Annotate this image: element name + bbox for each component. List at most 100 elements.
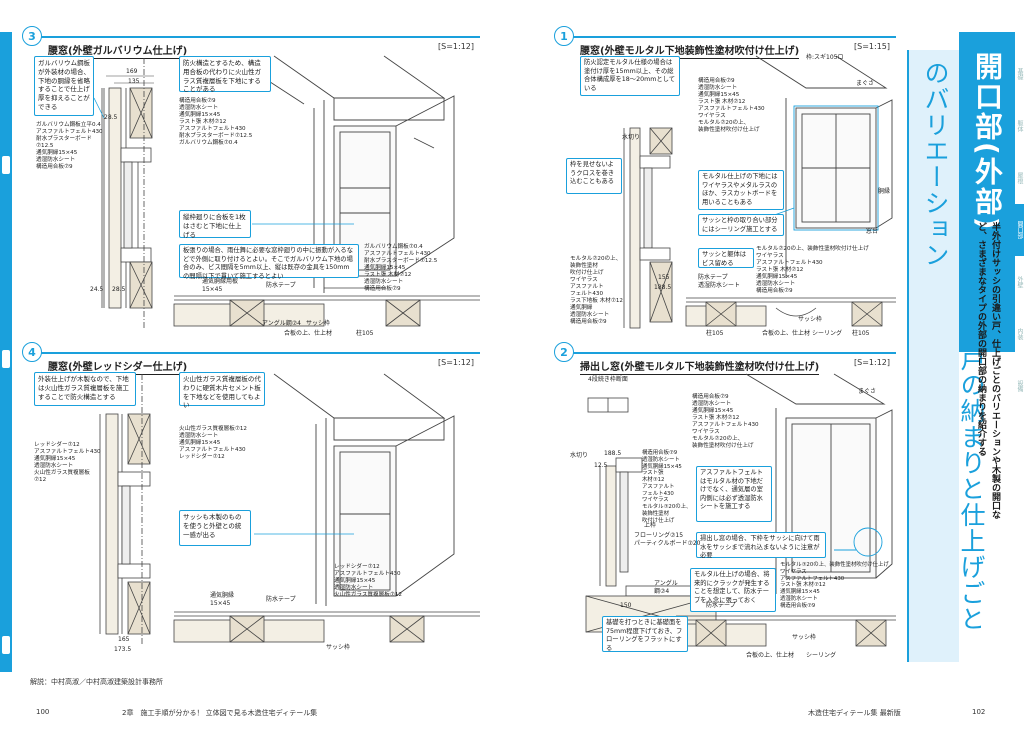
detail-panel-1: 1 腰窓(外壁モルタル下地装飾性塗材吹付け仕上げ) [S=1:15]	[554, 26, 896, 337]
dimension: 165	[118, 636, 130, 643]
section-drawing-4	[99, 373, 480, 644]
chapter-tab[interactable]: 内装	[1016, 328, 1023, 340]
panel-number: 1	[554, 26, 574, 46]
panel-scale: [S=1:15]	[854, 42, 890, 51]
material-label: 合板の上、仕上材	[284, 330, 333, 337]
material-label: 窓台	[866, 228, 879, 235]
dimension: 28.5	[112, 286, 126, 293]
running-footer: 2章 施工手順が分かる！ 立体図で見る木造住宅ディテール集	[122, 709, 318, 717]
dimension: 28.5	[104, 114, 118, 121]
chapter-tab[interactable]: 屋根	[1016, 172, 1023, 184]
chapter-tab[interactable]: 躯体	[1016, 120, 1023, 132]
section-drawing-1	[623, 55, 896, 329]
material-label: レッドシダー⑦12 アスファルトフェルト430 通気胴縁15×45 透湿防水シー…	[34, 442, 101, 483]
chapter-tab-active[interactable]: 開口部	[1015, 204, 1024, 256]
callout-note: アスファルトフェルトはモルタル材の下地だけでなく、通気層の室内側には必ず透湿防水…	[696, 466, 772, 522]
panel-scale: [S=1:12]	[854, 358, 890, 367]
section-banner: 半外付けサッシ・引違い戸の納まりと仕上げごとのバリエーション	[907, 50, 986, 662]
material-label: 通気胴縁 15×45	[210, 592, 235, 607]
chapter-tabs: 基礎 躯体 屋根 開口部 外壁 内装 設備	[1015, 48, 1024, 412]
callout-note: 縦枠廻りに合板を1枚はさむと下地に仕上げる	[179, 210, 251, 239]
left-edge-strip	[0, 32, 12, 672]
callout-note: モルタル仕上げの下地にはワイヤラスやメタルラスのほか、ラスカットボードを用いるこ…	[698, 170, 784, 210]
callout-note: 板張りの場合、雨仕舞に必要な窓枠廻りの中に振動が入るなどで外側に取り付けるとよい…	[179, 244, 359, 280]
material-label: 構造用合板⑦9 透湿防水シート 通気胴縁15×45 ラスト張 木材⑦12 アスフ…	[642, 450, 692, 524]
callout-note: 基礎を打つときに基礎面を75mm程度下げておき、フローリングをフラットにする	[602, 616, 688, 652]
callout-note: 外装仕上げが木製なので、下地は火山性ガラス質複層板を施工することで防火構造とする	[34, 372, 136, 406]
dimension: 188.5	[654, 284, 672, 291]
dimension: 150	[620, 602, 632, 609]
material-label: 上枠	[644, 522, 657, 529]
panel-number: 3	[22, 26, 42, 46]
material-label: 胴縁	[878, 188, 891, 195]
material-label: 構造用合板⑦9 透湿防水シート 通気胴縁15×45 ラスト張 木材⑦12 アスフ…	[179, 98, 253, 146]
running-footer: 木造住宅ディテール集 最新版	[808, 709, 901, 717]
callout-note: モルタル仕上げの場合、将来的にクラックが発生することを想定して、防水テープを入念…	[690, 568, 776, 612]
material-label: 水切り	[622, 134, 641, 141]
panel-scale: [S=1:12]	[438, 358, 474, 367]
material-label: 通気胴縁用板 15×45	[202, 278, 239, 293]
callout-note: サッシも木製のものを使うと外壁との統一感が出る	[179, 510, 251, 546]
material-label: 柱105	[356, 330, 374, 337]
right-page: 1 腰窓(外壁モルタル下地装飾性塗材吹付け仕上げ) [S=1:15]	[512, 0, 1024, 734]
material-label: 柱105	[706, 330, 724, 337]
panel-title: 腰窓(外壁ガルバリウム仕上げ)	[48, 42, 188, 59]
material-label: ガルバリウム鋼板⑦0.4 アスファルトフェルト430 耐水プラスターボード⑦12…	[364, 244, 438, 292]
detail-panel-4: 4 腰窓(外壁レッドシダー仕上げ) [S=1:12]	[22, 342, 480, 653]
material-label: 枠:スギ105ロ	[806, 54, 844, 61]
detail-panel-3: 3 腰窓(外壁ガルバリウム仕上げ) [S=1:12]	[22, 26, 480, 337]
material-label: サッシ枠	[792, 634, 817, 641]
material-label: レッドシダー⑦12 アスファルトフェルト430 通気胴縁15×45 透湿防水シー…	[334, 564, 402, 598]
material-label: ガルバリウム鋼板立平0.4 アスファルトフェルト430 耐水プラスターボード ⑦…	[36, 122, 103, 170]
material-label: サッシ枠	[326, 644, 351, 651]
callout-note: 掃出し窓の場合、下枠をサッシに向けて雨水をサッシまで流れ込まないように注意が必要	[696, 532, 826, 559]
panel-number: 2	[554, 342, 574, 362]
chapter-header: 開口部(外部)	[959, 32, 1015, 352]
material-label: フローリング⑦15 パーティクルボード⑦20	[634, 532, 701, 547]
material-label: 火山性ガラス質複層板⑦12 透湿防水シート 通気胴縁15×45 アスファルトフェ…	[179, 426, 247, 460]
detail-panel-2: 2 掃出し窓(外壁モルタル下地装飾性塗材吹付け仕上げ) [S=1:12]	[554, 342, 896, 662]
material-label: アングル 鋼⑦4	[654, 580, 678, 595]
material-label: 水切り	[570, 452, 589, 459]
material-label: 柱105	[852, 330, 870, 337]
material-label: 防水テープ 透湿防水シート	[698, 274, 741, 289]
material-label: 4段続き枠断面	[588, 376, 628, 383]
callout-note: 防火構造とするため、構造用合板の代わりに火山性ガラス質複層板を下地にすることがあ…	[179, 56, 271, 93]
panel-title: 腰窓(外壁モルタル下地装飾性塗材吹付け仕上げ)	[580, 42, 800, 59]
chapter-tab[interactable]: 外壁	[1016, 276, 1023, 288]
dimension: 135	[128, 78, 140, 85]
chapter-title: 開口部(外部)	[971, 52, 1004, 232]
dimension: 155	[658, 274, 670, 281]
material-label: シーリング	[812, 330, 843, 337]
material-label: 合板の上、仕上材	[762, 330, 811, 337]
left-page: 3 腰窓(外壁ガルバリウム仕上げ) [S=1:12]	[0, 26, 480, 717]
material-label: サッシ枠	[306, 320, 331, 327]
material-label: サッシ枠	[798, 316, 823, 323]
dimension: 12.5	[594, 462, 608, 469]
chapter-tab[interactable]: 設備	[1016, 380, 1023, 392]
callout-note: サッシと躯体はビス留める	[698, 248, 754, 268]
material-label: 構造用合板⑦9 透湿防水シート 通気胴縁15×45 ラスト張 木材⑦12 アスフ…	[698, 78, 765, 133]
dimension: 24.5	[90, 286, 104, 293]
panel-number: 4	[22, 342, 42, 362]
material-label: 防水テープ	[266, 596, 296, 603]
panel-scale: [S=1:12]	[438, 42, 474, 51]
callout-note: 枠を見せないようクロスを巻き込むこともある	[566, 158, 622, 194]
dimension: 173.5	[114, 646, 132, 653]
callout-note: サッシと枠の取り合い部分にはシーリング施工とする	[698, 214, 784, 236]
material-label: アングル鋼⑦4	[262, 320, 301, 327]
material-label: 防水テープ	[266, 282, 296, 289]
dimension: 188.5	[604, 450, 622, 457]
author-credit: 解説：中村高淑／中村高淑建築設計事務所	[30, 678, 163, 686]
material-label: 合板の上、仕上材	[746, 652, 795, 659]
material-label: まぐさ	[856, 80, 875, 87]
page-number: 100	[36, 708, 50, 716]
material-label: モルタル⑦20の上、 装飾性塗材 吹付け仕上げ ワイヤラス アスファルト フェル…	[570, 256, 623, 325]
page-number: 102	[972, 708, 986, 716]
material-label: シーリング	[806, 652, 837, 659]
chapter-tab[interactable]: 基礎	[1016, 68, 1023, 80]
material-label: まぐさ	[858, 388, 877, 395]
panel-title: 掃出し窓(外壁モルタル下地装飾性塗材吹付け仕上げ)	[580, 358, 820, 375]
chapter-lead: 半外付けサッシの引違い戸、仕上げごとのバリエーションや木製の開口など、さまざまな…	[976, 222, 1000, 519]
